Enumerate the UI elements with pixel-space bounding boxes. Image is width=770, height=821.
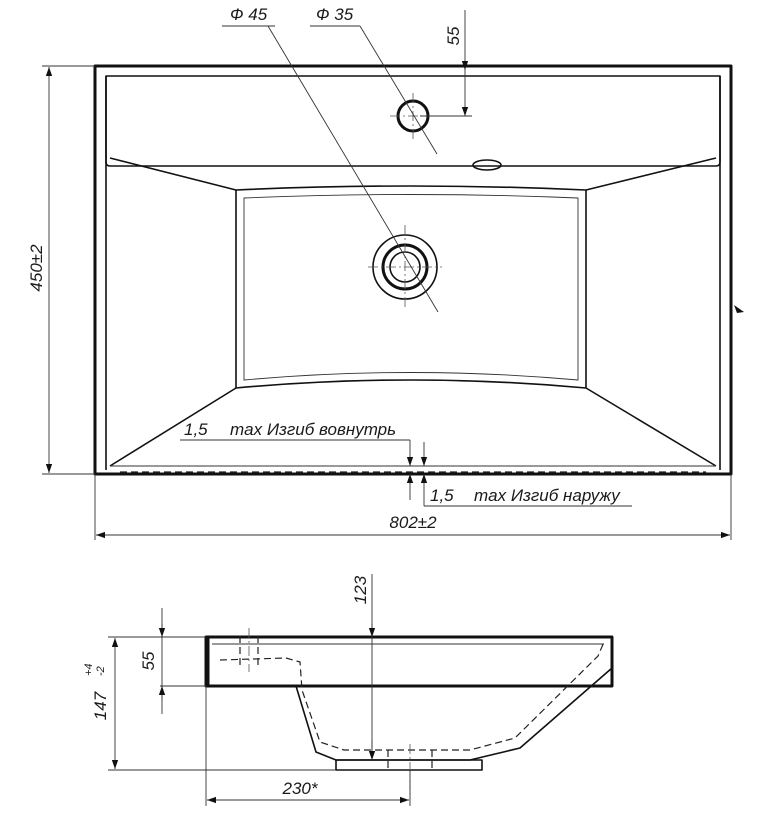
bowl-bottom xyxy=(235,190,587,388)
bowl-bottom-inner xyxy=(243,194,579,381)
side-view: 147 +4 -2 55 123 230* xyxy=(83,574,614,806)
d45-leader xyxy=(267,25,439,313)
deck-edge xyxy=(105,76,721,470)
bend-in-value: 1,5 xyxy=(184,420,208,439)
bowl-body xyxy=(295,667,613,761)
bend-out-text: max Изгиб наружу xyxy=(474,486,621,505)
rim-height-label: 55 xyxy=(139,651,158,670)
hole-35-label: Ф 35 xyxy=(316,5,354,24)
d35-leader xyxy=(359,25,438,155)
drain-offset-label: 230* xyxy=(282,779,319,798)
overflow-slot xyxy=(472,159,502,171)
hole-45-label: Ф 45 xyxy=(230,5,268,24)
bowl-depth-label: 123 xyxy=(351,575,370,604)
top-view: Ф 45 Ф 35 55 450±2 802±2 1,5 max Изгиб в… xyxy=(27,5,744,540)
edge-marker xyxy=(734,305,744,313)
height-tol-lower: -2 xyxy=(95,666,107,676)
drain-stub xyxy=(335,759,483,771)
width-label: 802±2 xyxy=(389,513,437,532)
depth-label: 450±2 xyxy=(27,244,46,292)
bowl-outline xyxy=(109,157,717,467)
hole-offset-label: 55 xyxy=(444,26,463,45)
bend-in-text: max Изгиб вовнутрь xyxy=(230,420,396,439)
bowl-inner-dash xyxy=(219,641,605,751)
height-label: 147 xyxy=(91,691,110,720)
bend-out-value: 1,5 xyxy=(430,486,454,505)
height-tol-upper: +4 xyxy=(83,663,95,676)
